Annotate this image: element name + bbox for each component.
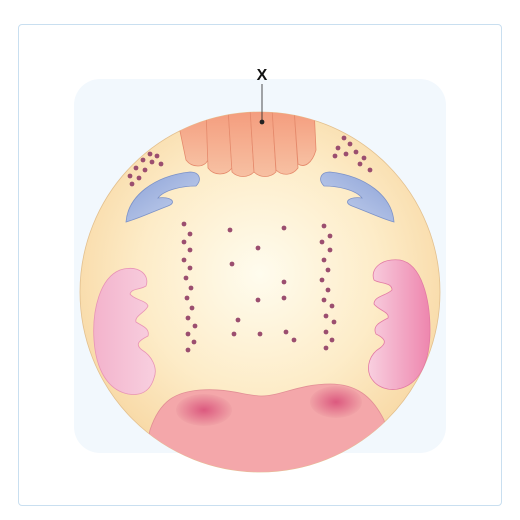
label-x: X xyxy=(257,67,268,84)
left-curved-organ xyxy=(125,171,200,223)
bottom-pad xyxy=(139,383,393,472)
right-curved-organ xyxy=(320,171,395,223)
right-side-organ xyxy=(368,259,431,390)
dot-clusters xyxy=(127,135,373,353)
left-side-organ xyxy=(93,268,156,395)
label-point-marker xyxy=(259,119,265,125)
